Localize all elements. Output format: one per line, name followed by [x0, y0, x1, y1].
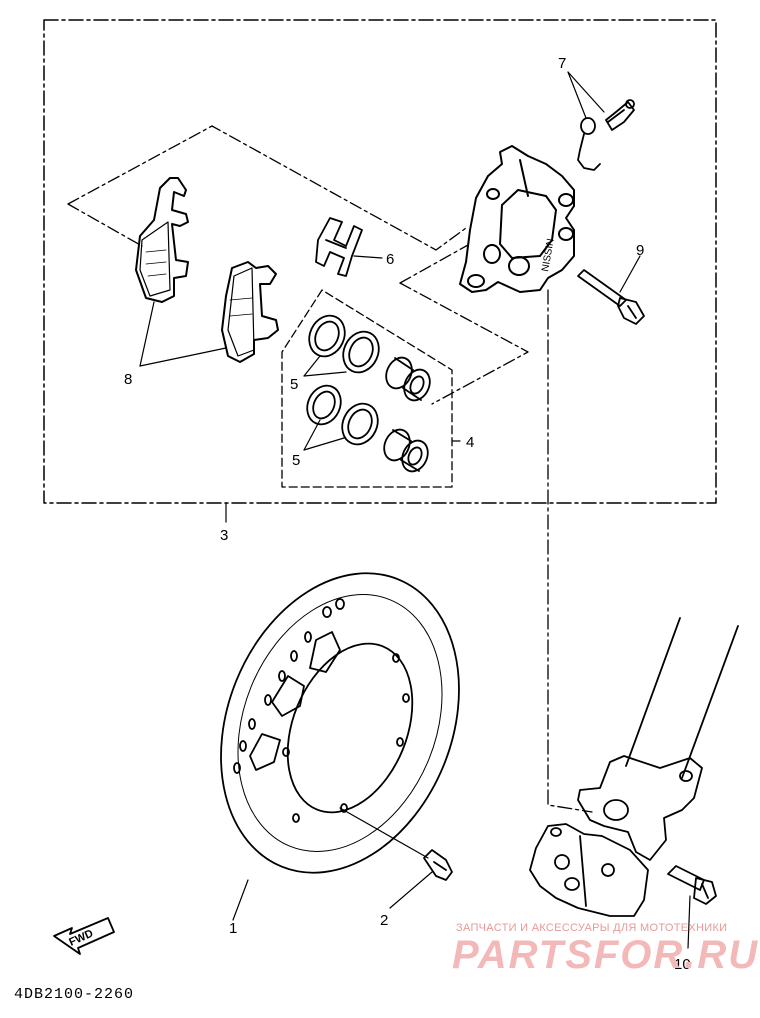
watermark-tagline: ЗАПЧАСТИ И АКСЕССУАРЫ ДЛЯ МОТОТЕХНИКИ	[456, 922, 728, 934]
caliper-body: NISSIN	[459, 145, 575, 293]
caliper-assembly-boundary	[43, 19, 717, 504]
svg-text:NISSIN: NISSIN	[540, 238, 557, 273]
seal-lower-right	[341, 402, 379, 446]
caliper-bolt	[667, 865, 717, 905]
leader-lines	[139, 71, 691, 949]
bleed-screw	[605, 99, 635, 131]
brake-pad-2	[221, 261, 279, 363]
callout-3: 3	[220, 527, 228, 544]
diagram-part-code: 4DB2100-2260	[14, 986, 135, 1003]
seal-upper-left	[308, 314, 346, 358]
pad-spring	[315, 217, 363, 277]
seal-lower-left	[306, 384, 342, 426]
mounting-centerline	[547, 289, 593, 813]
callout-6: 6	[386, 251, 394, 268]
callout-2: 2	[380, 912, 388, 929]
piston-kit-boundary	[281, 289, 453, 488]
piston-upper	[385, 356, 431, 402]
callout-labels: 1 2 3 4 5 5 6 7 8 9 10 FWD	[67, 55, 690, 973]
watermark-brand: PARTSFOR.RU	[452, 933, 760, 977]
brake-disc	[220, 572, 460, 874]
brake-pad-1	[135, 177, 189, 303]
piston-lower	[383, 428, 429, 473]
pad-pin	[577, 269, 645, 325]
callout-5-upper: 5	[290, 376, 298, 393]
pad-group-boundary	[67, 125, 529, 405]
mounted-caliper	[529, 823, 649, 917]
callout-9: 9	[636, 242, 644, 259]
callout-8: 8	[124, 371, 132, 388]
callout-10: 10	[674, 956, 691, 973]
callout-4: 4	[466, 434, 474, 451]
seal-upper-right	[342, 330, 380, 374]
fwd-arrow-icon	[53, 917, 115, 955]
bleed-screw-cap	[577, 117, 601, 171]
callout-5-lower: 5	[292, 452, 300, 469]
disc-bolt	[423, 849, 453, 881]
callout-7: 7	[558, 55, 566, 72]
callout-1: 1	[229, 920, 237, 937]
front-fork	[577, 617, 739, 861]
